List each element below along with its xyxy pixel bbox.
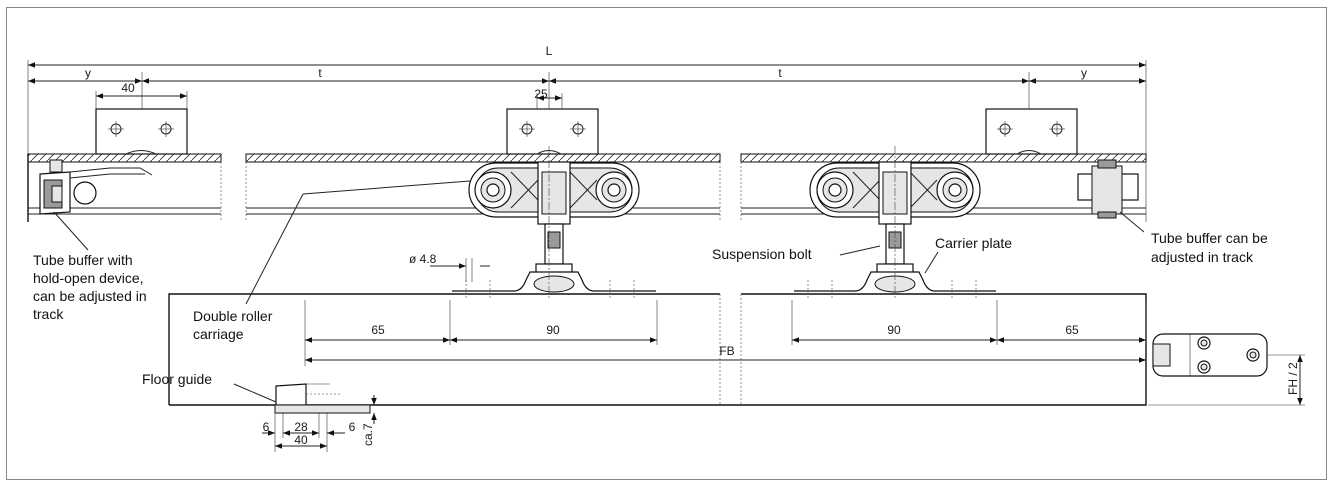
wall-bracket-right [985, 108, 1078, 155]
hole-diameter-dimension: ø 4.8 [409, 252, 490, 282]
callout-suspension-bolt: Suspension bolt [712, 245, 881, 262]
callout-line-1: Double roller [193, 308, 273, 324]
double-roller-carriage-left [452, 146, 656, 300]
dim-90-left: 90 [546, 323, 560, 337]
dim-28: 28 [294, 420, 308, 434]
double-roller-carriage-right [794, 146, 996, 300]
callout-line-4: track [33, 306, 64, 322]
callout-double-roller-carriage: Double roller carriage [193, 180, 471, 342]
dim-y-left-label: y [85, 66, 91, 80]
dim-diameter-label: ø 4.8 [409, 252, 437, 266]
callout-line-3: can be adjusted in [33, 288, 147, 304]
dim-t-left-label: t [318, 66, 322, 80]
dim-25-bracket: 25 [534, 87, 548, 101]
dim-FH2-label: FH / 2 [1286, 362, 1300, 395]
callout-suspension-bolt-label: Suspension bolt [712, 246, 812, 262]
dim-L-label: L [546, 44, 553, 58]
dim-65-right: 65 [1065, 323, 1079, 337]
drawing-frame [6, 7, 1327, 480]
floor-guide-part: 6 28 6 40 ca.7 [262, 383, 377, 452]
callout-tube-buffer-adjust: Tube buffer can be adjusted in track [1119, 211, 1268, 265]
door-leaf [168, 280, 1147, 406]
callout-carrier-plate-label: Carrier plate [935, 235, 1012, 251]
wall-bracket-left: 40 [95, 81, 188, 155]
callout-line-2: hold-open device, [33, 270, 144, 286]
dim-40-guide: 40 [294, 433, 308, 447]
segment-dimensions: y t t y [28, 66, 1146, 112]
callout-line-2: adjusted in track [1151, 249, 1254, 265]
wall-bracket-middle: 25 [506, 87, 599, 155]
floor-guide-detail: FH / 2 [1148, 333, 1305, 406]
carriage-position-dimensions: 65 90 90 65 [304, 300, 1147, 345]
dim-90-right: 90 [887, 323, 901, 337]
tube-buffer-hold-open [39, 159, 153, 215]
dim-t-right-label: t [778, 66, 782, 80]
dim-65-left: 65 [371, 323, 385, 337]
dim-6-left: 6 [263, 420, 270, 434]
dim-ca7-label: ca.7 [361, 423, 375, 446]
callout-floor-guide-label: Floor guide [142, 371, 212, 387]
track [27, 153, 1147, 222]
dim-y-right-label: y [1081, 66, 1087, 80]
callout-tube-buffer-hold-open: Tube buffer with hold-open device, can b… [33, 211, 147, 322]
callout-line-2: carriage [193, 326, 244, 342]
callout-line-1: Tube buffer with [33, 252, 133, 268]
tube-buffer-right [1077, 159, 1139, 219]
dim-6-right: 6 [349, 420, 356, 434]
door-width-dimension: FB [304, 344, 1146, 366]
callout-line-1: Tube buffer can be [1151, 230, 1268, 246]
dim-40-bracket: 40 [121, 81, 135, 95]
callout-carrier-plate: Carrier plate [924, 235, 1012, 274]
dim-FB-label: FB [719, 344, 734, 358]
callout-floor-guide: Floor guide [142, 371, 277, 403]
